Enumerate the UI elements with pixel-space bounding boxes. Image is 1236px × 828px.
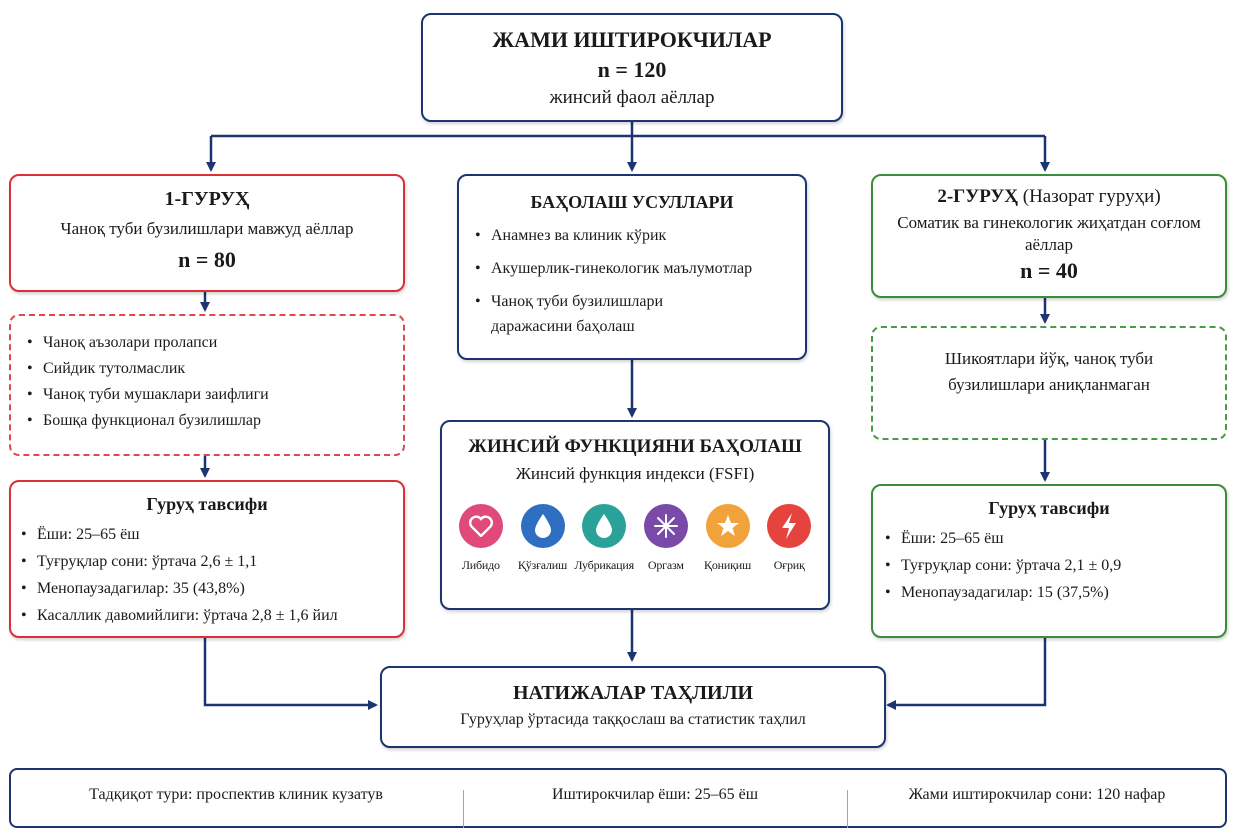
group1-title: 1-ГУРУҲ [164, 188, 250, 210]
group1-profile-box: Гуруҳ тавсифи Ёши: 25–65 ёш Туғруқлар со… [9, 480, 405, 638]
list-item: Бошқа функционал бузилишлар [25, 408, 403, 434]
group1-n: n = 80 [178, 247, 236, 272]
total-participants-box: ЖАМИ ИШТИРОКЧИЛАР n = 120 жинсий фаол аё… [421, 13, 843, 122]
fsfi-domain-satisfaction: Қониқиш [697, 504, 759, 573]
study-info-footer: Тадқиқот тури: проспектив клиник кузатув… [9, 768, 1227, 828]
group2-profile-box: Гуруҳ тавсифи Ёши: 25–65 ёш Туғруқлар со… [871, 484, 1227, 638]
group2-title: 2-ГУРУҲ [937, 186, 1018, 207]
footer-divider [847, 790, 848, 828]
group2-profile-list: Ёши: 25–65 ёш Туғруқлар сони: ўртача 2,1… [883, 525, 1225, 606]
star-burst-icon [643, 504, 688, 548]
fsfi-domain-label: Либидо [461, 558, 500, 572]
group1-conditions-list: Чаноқ аъзолари пролапси Сийдик тутолмасл… [25, 330, 403, 434]
group2-profile-title: Гуруҳ тавсифи [988, 498, 1110, 518]
fsfi-subtitle: Жинсий функция индекси (FSFI) [515, 464, 755, 483]
assessment-methods-list: Анамнез ва клиник кўрик Акушерлик-гинеко… [473, 223, 793, 339]
fsfi-title: ЖИНСИЙ ФУНКЦИЯНИ БАҲОЛАШ [468, 436, 802, 457]
fsfi-domain-label: Қониқиш [704, 558, 751, 572]
list-item: Анамнез ва клиник кўрик [473, 223, 793, 248]
group1-description: Чаноқ туби бузилишлари мавжуд аёллар [60, 219, 354, 238]
group2-note-box: Шикоятлари йўқ, чаноқ туби бузилишлари а… [871, 326, 1227, 440]
group2-title-note: (Назорат гуруҳи) [1022, 186, 1161, 207]
fsfi-domain-label: Қўзғалиш [517, 558, 568, 572]
list-item: Чаноқ туби бузилишлари даражасини баҳола… [473, 289, 731, 339]
group1-conditions-box: Чаноқ аъзолари пролапси Сийдик тутолмасл… [9, 314, 405, 456]
assessment-methods-title: БАҲОЛАШ УСУЛЛАРИ [530, 192, 734, 212]
group1-box: 1-ГУРУҲ Чаноқ туби бузилишлари мавжуд аё… [9, 174, 405, 292]
list-item: Туғруқлар сони: ўртача 2,6 ± 1,1 [19, 548, 403, 575]
assessment-methods-box: БАҲОЛАШ УСУЛЛАРИ Анамнез ва клиник кўрик… [457, 174, 807, 360]
group2-description: Соматик ва гинекологик жиҳатдан соғлом а… [897, 213, 1201, 254]
results-title: НАТИЖАЛАР ТАҲЛИЛИ [512, 682, 754, 704]
list-item: Касаллик давомийлиги: ўртача 2,8 ± 1,6 й… [19, 602, 403, 629]
drop-icon [520, 504, 565, 548]
fsfi-domain-arousal: Қўзғалиш [512, 504, 574, 573]
fsfi-domain-label: Оғриқ [773, 558, 805, 572]
group2-n: n = 40 [1020, 258, 1078, 283]
list-item: Чаноқ аъзолари пролапси [25, 330, 403, 356]
footer-total: Жами иштирокчилар сони: 120 нафар [908, 786, 1166, 803]
fsfi-domain-orgasm: Оргазм [635, 504, 697, 573]
lightning-icon [767, 504, 812, 548]
fsfi-domain-label: Оргазм [647, 558, 684, 572]
footer-divider [463, 790, 464, 828]
fsfi-domain-libido: Либидо [450, 504, 512, 573]
group2-heading: 2-ГУРУҲ (Назорат гуруҳи) [873, 186, 1225, 208]
sexual-function-assessment-box: ЖИНСИЙ ФУНКЦИЯНИ БАҲОЛАШ Жинсий функция … [440, 420, 830, 610]
list-item: Акушерлик-гинекологик маълумотлар [473, 256, 793, 281]
drop-icon [582, 504, 627, 548]
group2-box: 2-ГУРУҲ (Назорат гуруҳи) Соматик ва гине… [871, 174, 1227, 298]
star-icon [705, 504, 750, 548]
group2-note: Шикоятлари йўқ, чаноқ туби бузилишлари а… [944, 349, 1154, 394]
fsfi-domains: Либидо Қўзғалиш Лубрикация Оргазм Қониқи… [450, 504, 820, 573]
list-item: Ёши: 25–65 ёш [883, 525, 1225, 552]
group1-profile-list: Ёши: 25–65 ёш Туғруқлар сони: ўртача 2,6… [19, 521, 403, 629]
fsfi-domain-label: Лубрикация [574, 558, 634, 572]
list-item: Чаноқ туби мушаклари заифлиги [25, 382, 403, 408]
list-item: Туғруқлар сони: ўртача 2,1 ± 0,9 [883, 552, 1225, 579]
list-item: Менопаузадагилар: 15 (37,5%) [883, 579, 1225, 606]
results-analysis-box: НАТИЖАЛАР ТАҲЛИЛИ Гуруҳлар ўртасида таққ… [380, 666, 886, 748]
total-participants-title: ЖАМИ ИШТИРОКЧИЛАР [492, 27, 772, 52]
list-item: Ёши: 25–65 ёш [19, 521, 403, 548]
list-item: Менопаузадагилар: 35 (43,8%) [19, 575, 403, 602]
fsfi-domain-lubrication: Лубрикация [573, 504, 635, 573]
fsfi-domain-pain: Оғриқ [758, 504, 820, 573]
results-subtitle: Гуруҳлар ўртасида таққослаш ва статистик… [460, 711, 806, 728]
total-participants-subtitle: жинсий фаол аёллар [549, 87, 715, 108]
footer-age: Иштирокчилар ёши: 25–65 ёш [551, 786, 759, 803]
group1-profile-title: Гуруҳ тавсифи [146, 494, 268, 514]
heart-icon [458, 504, 503, 548]
total-participants-n: n = 120 [597, 57, 667, 82]
list-item: Сийдик тутолмаслик [25, 356, 403, 382]
footer-study-type: Тадқиқот тури: проспектив клиник кузатув [89, 786, 383, 803]
